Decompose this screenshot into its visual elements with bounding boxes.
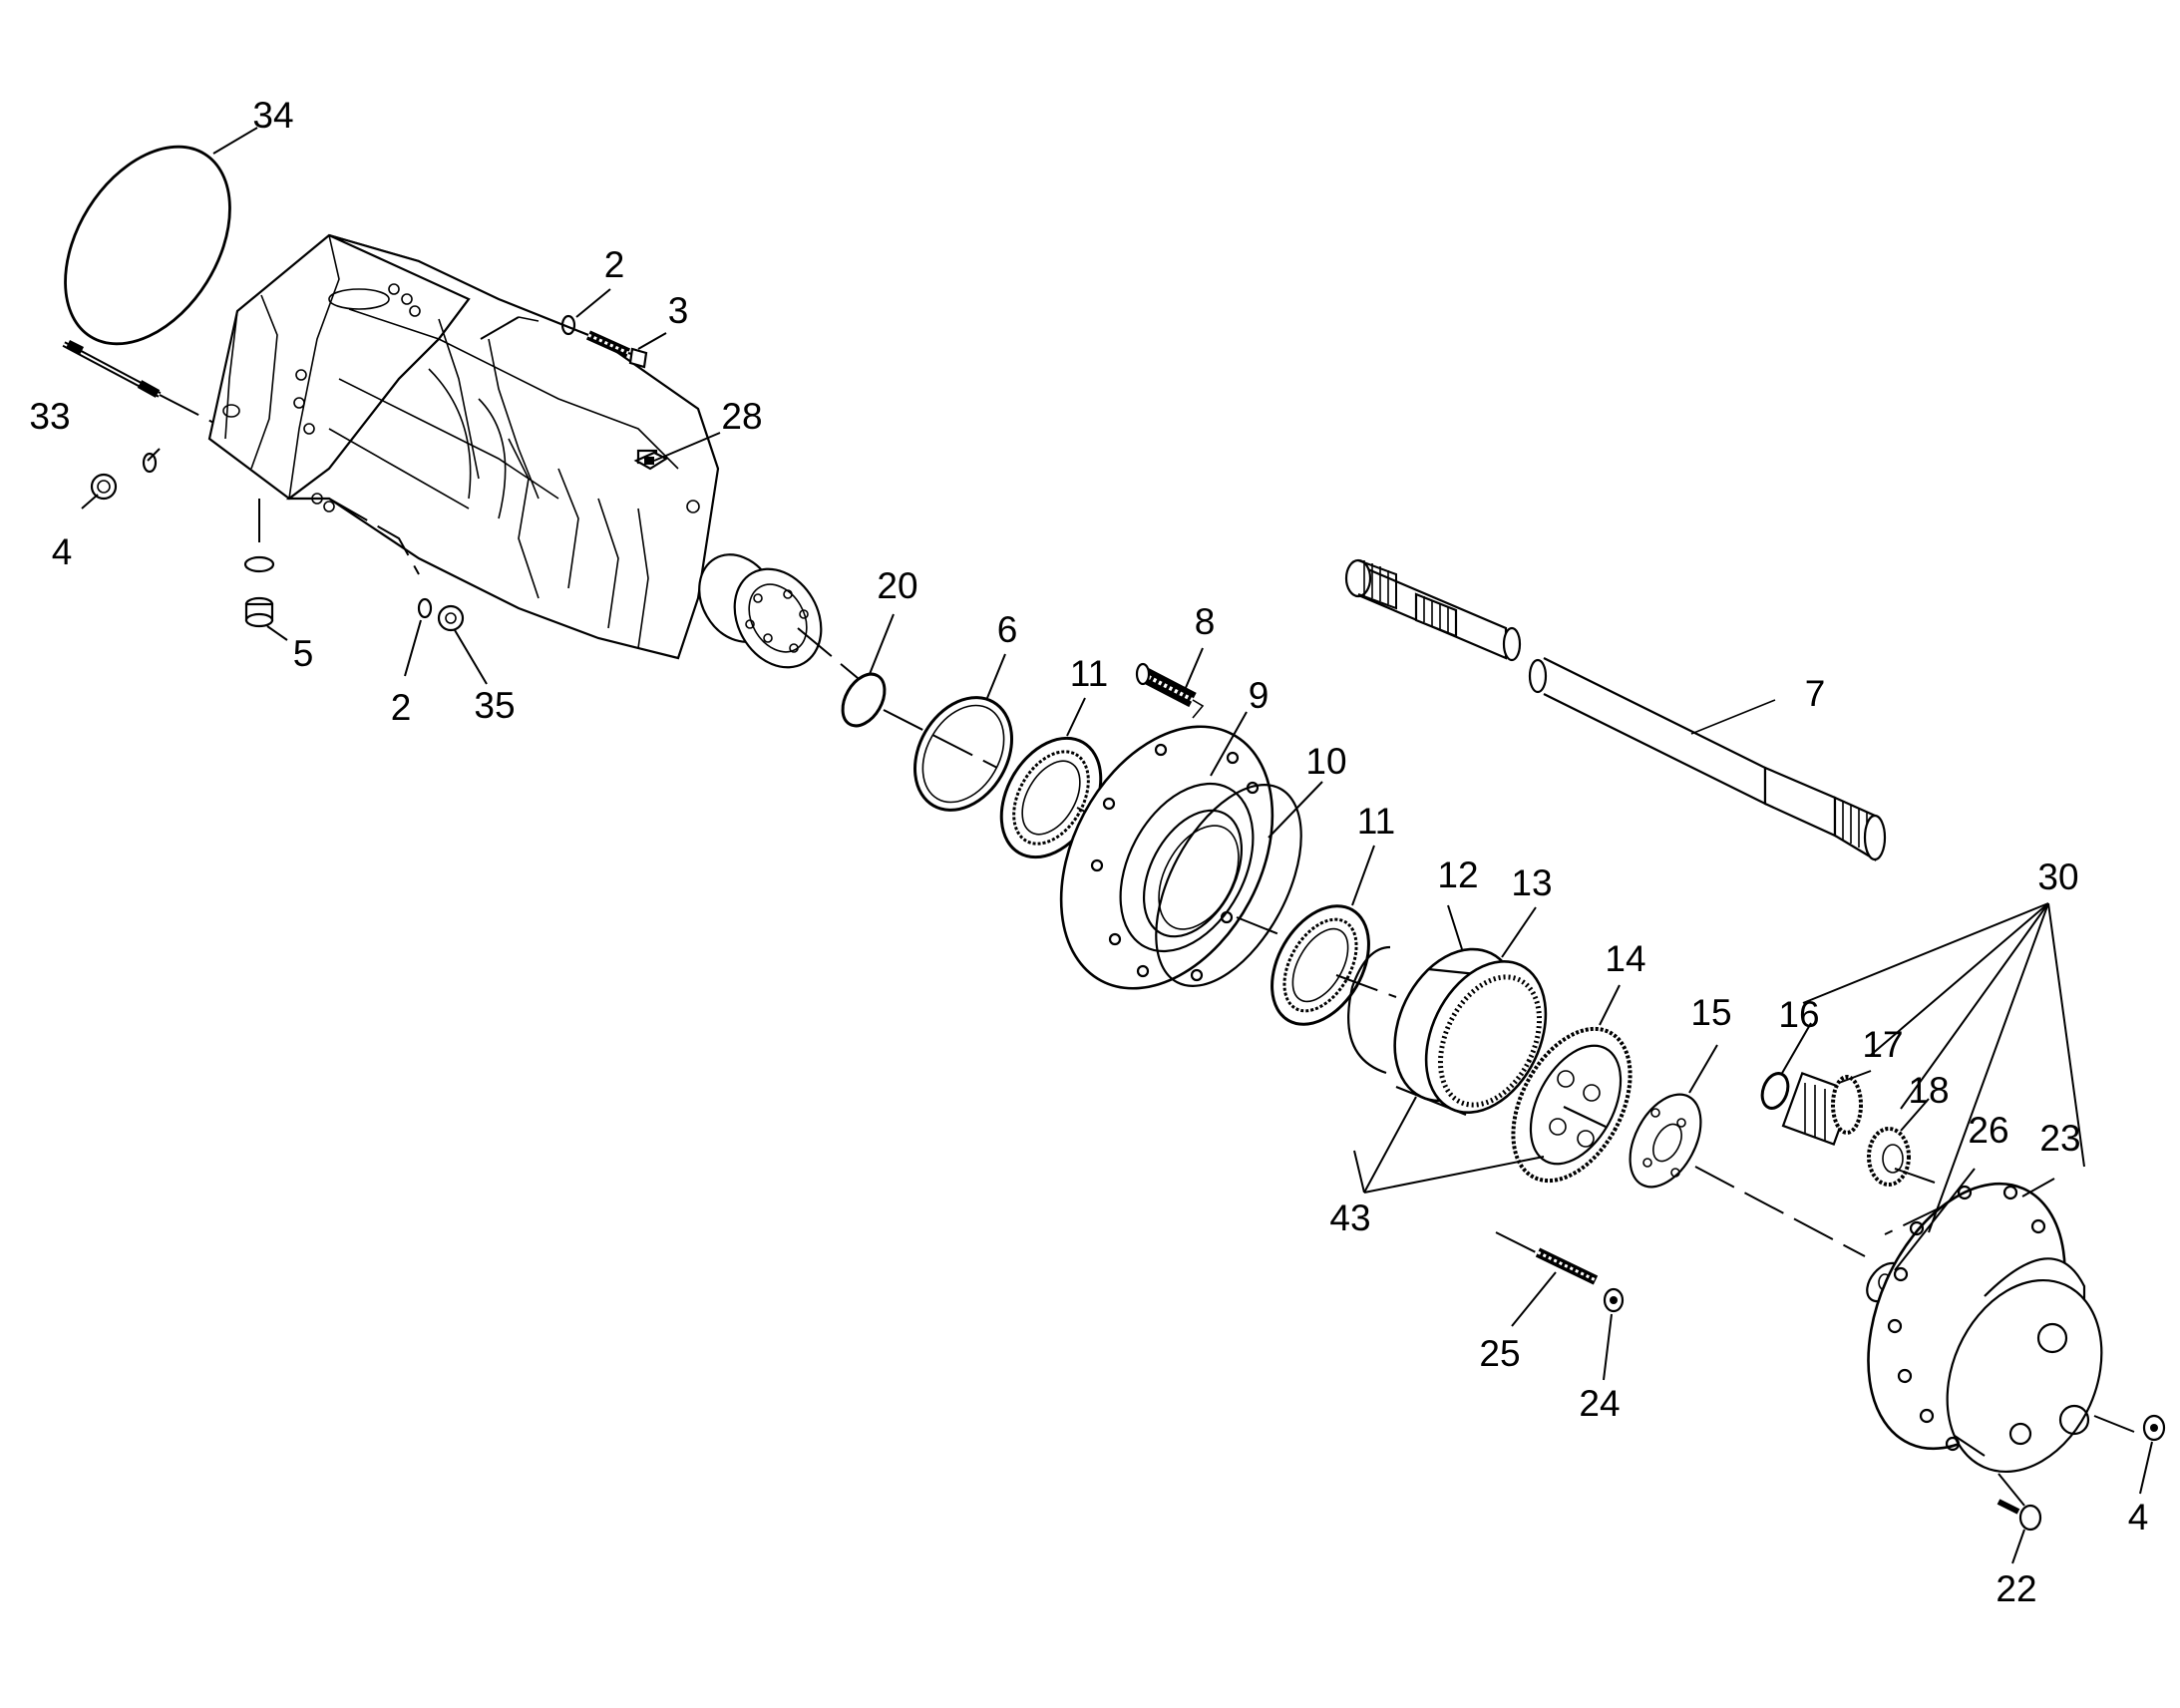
part-6-seal (913, 696, 1013, 812)
callout-18: 18 (1908, 1070, 1949, 1111)
callout-10: 10 (1305, 741, 1346, 782)
callout-2-upper: 2 (604, 244, 625, 285)
part-18-planet-gear (1867, 1127, 1911, 1187)
part-8-wheel-stud (1135, 662, 1205, 719)
part-23-planet-cover (1867, 1182, 2103, 1474)
callout-3: 3 (668, 290, 689, 331)
callout-5: 5 (293, 633, 314, 674)
callout-2-lower: 2 (391, 687, 412, 728)
part-22-screw (1997, 1499, 2042, 1532)
callout-labels: 34 2 3 33 28 4 5 2 35 20 6 11 8 9 10 11 … (29, 95, 2148, 1609)
callout-11-b: 11 (1357, 801, 1395, 842)
part-33-stud (62, 339, 230, 432)
callout-13: 13 (1511, 862, 1552, 903)
part-24-screw (1603, 1287, 1625, 1313)
callout-9: 9 (1249, 675, 1270, 716)
callout-15: 15 (1690, 992, 1731, 1033)
callout-24: 24 (1579, 1383, 1620, 1424)
part-20-snap-ring (841, 672, 887, 728)
callout-8: 8 (1195, 601, 1216, 642)
part-5-drain-plug (243, 555, 275, 628)
part-2-washer-upper (560, 314, 576, 336)
part-9-hub (1059, 725, 1274, 990)
callout-20: 20 (877, 565, 917, 606)
callout-12: 12 (1437, 854, 1478, 895)
part-34-o-ring (64, 145, 231, 346)
part-17-sun-gear (1781, 1072, 1863, 1146)
part-25-stud (1495, 1231, 1599, 1285)
part-10-o-ring (1155, 784, 1302, 987)
part-7-axle-shaft (1344, 558, 1887, 861)
callout-4-left: 4 (52, 531, 73, 572)
part-12-snap-ring (1347, 945, 1391, 1075)
callout-7: 7 (1805, 673, 1826, 714)
callout-4-right: 4 (2128, 1497, 2149, 1537)
callout-16: 16 (1778, 994, 1819, 1035)
part-11-bearing-a (999, 736, 1103, 859)
callout-43: 43 (1329, 1197, 1370, 1238)
callout-30: 30 (2037, 856, 2078, 897)
part-13-ring-gear (1393, 947, 1548, 1117)
part-4-plug-right (2142, 1414, 2166, 1442)
part-11-bearing-b (1271, 904, 1370, 1026)
callout-22: 22 (1996, 1568, 2036, 1609)
callout-23: 23 (2039, 1118, 2080, 1159)
callout-33: 33 (29, 396, 70, 437)
callout-17: 17 (1862, 1024, 1903, 1065)
callout-6: 6 (997, 609, 1018, 650)
part-2-washer-lower (417, 597, 433, 619)
dash-bolt-3 (480, 316, 520, 340)
callout-26: 26 (1968, 1110, 2008, 1151)
part-4-nut-left (90, 452, 158, 501)
callout-34: 34 (252, 95, 293, 136)
callout-35: 35 (474, 685, 515, 726)
part-28-plug (633, 451, 669, 471)
axle-housing (207, 233, 823, 669)
callout-14: 14 (1605, 938, 1645, 979)
callout-11-a: 11 (1070, 653, 1108, 694)
part-3-bolt (585, 330, 648, 369)
part-14-planet-carrier (1511, 1026, 1633, 1184)
leader-lines (81, 127, 2153, 1564)
part-35-nut (437, 604, 465, 632)
part-15-thrust-washer (1629, 1093, 1702, 1189)
part-16-snap-ring (1760, 1072, 1790, 1110)
callout-28: 28 (721, 396, 762, 437)
callout-25: 25 (1479, 1333, 1520, 1374)
